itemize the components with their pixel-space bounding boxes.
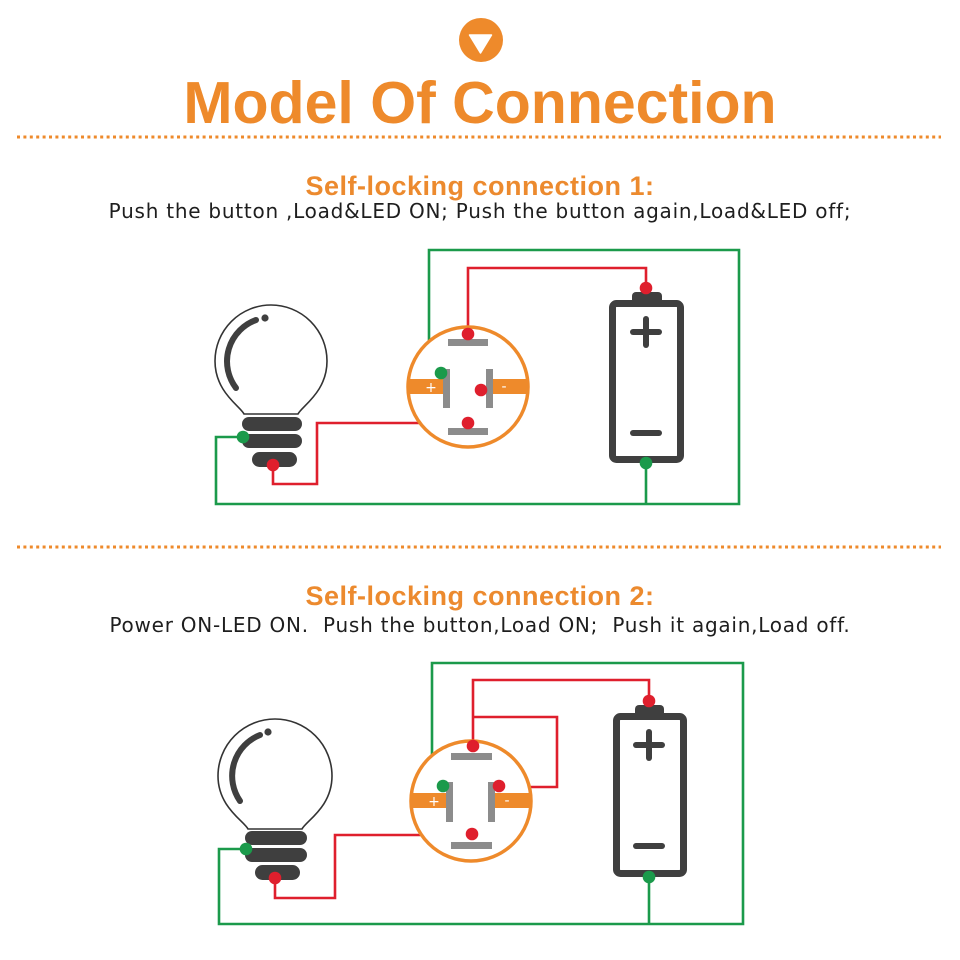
switch-contact-right xyxy=(488,782,495,822)
battery-icon xyxy=(609,292,684,463)
bulb-base-ring xyxy=(242,417,302,431)
battery-positive-terminal-dot xyxy=(642,694,656,708)
section-2-title: Self-locking connection 2: xyxy=(305,581,655,611)
switch-led-negative-tab xyxy=(492,379,528,394)
switch-positive-label: + xyxy=(428,794,440,810)
switch-led-positive-terminal-dot xyxy=(474,383,488,397)
switch-contact-left xyxy=(446,782,453,822)
bulb-icon xyxy=(217,718,333,880)
bulb-side-terminal-dot xyxy=(236,430,250,444)
bulb-globe xyxy=(214,304,328,415)
battery-positive-wire xyxy=(466,266,648,334)
page-title: Model Of Connection xyxy=(183,70,777,136)
battery-plus-icon xyxy=(633,729,665,761)
bulb-side-terminal-dot xyxy=(239,842,253,856)
bulb-base-ring xyxy=(242,434,302,448)
switch-terminal-diagram: + - xyxy=(406,325,530,449)
switch-bottom-terminal-dot xyxy=(461,416,475,430)
switch-contact-right xyxy=(486,369,493,408)
battery-negative-terminal-dot xyxy=(639,456,653,470)
switch-bottom-terminal-dot xyxy=(465,827,479,841)
bulb-tip-terminal-dot xyxy=(266,458,280,472)
switch-led-negative-terminal-dot xyxy=(434,366,448,380)
wiring-diagram-1: + - xyxy=(214,248,741,506)
switch-contact-top xyxy=(448,339,488,346)
switch-contact-bottom xyxy=(451,842,492,849)
battery-negative-terminal-dot xyxy=(642,870,656,884)
bulb-icon xyxy=(214,304,328,467)
section-1-description: Push the button ,Load&LED ON; Push the b… xyxy=(108,199,852,223)
battery-positive-terminal-dot xyxy=(639,281,653,295)
section-2-description: Power ON-LED ON. Push the button,Load ON… xyxy=(109,613,851,637)
switch-top-terminal-dot xyxy=(466,739,480,753)
switch-led-negative-tab xyxy=(495,793,531,808)
battery-positive-wire xyxy=(471,678,651,746)
switch-led-positive-terminal-dot xyxy=(492,779,506,793)
switch-positive-label: + xyxy=(425,380,437,396)
bulb-highlight-dot xyxy=(264,728,272,736)
switch-negative-label: - xyxy=(504,793,509,809)
bulb-tip-terminal-dot xyxy=(268,871,282,885)
battery-icon xyxy=(613,705,687,877)
switch-contact-top xyxy=(451,753,492,760)
section-1-title: Self-locking connection 1: xyxy=(305,171,655,201)
switch-top-terminal-dot xyxy=(461,327,475,341)
switch-contact-left xyxy=(443,369,450,408)
switch-terminal-diagram: + - xyxy=(409,739,533,863)
bulb-base-ring xyxy=(245,848,307,862)
switch-negative-label: - xyxy=(501,379,506,395)
wiring-diagram-2: + - xyxy=(217,661,745,926)
bulb-highlight xyxy=(224,317,259,391)
bulb-globe xyxy=(217,718,333,830)
load-wire xyxy=(273,833,472,900)
chevron-down-circle-icon xyxy=(459,18,503,62)
switch-led-positive-tab xyxy=(409,379,444,394)
bulb-highlight xyxy=(229,732,263,804)
switch-contact-bottom xyxy=(448,428,488,435)
bulb-highlight-dot xyxy=(261,314,269,322)
battery-plus-icon xyxy=(630,316,662,348)
switch-led-negative-terminal-dot xyxy=(436,779,450,793)
bulb-base-ring xyxy=(245,831,307,845)
switch-led-positive-tab xyxy=(412,793,446,808)
header-icon-triangle xyxy=(468,34,493,54)
